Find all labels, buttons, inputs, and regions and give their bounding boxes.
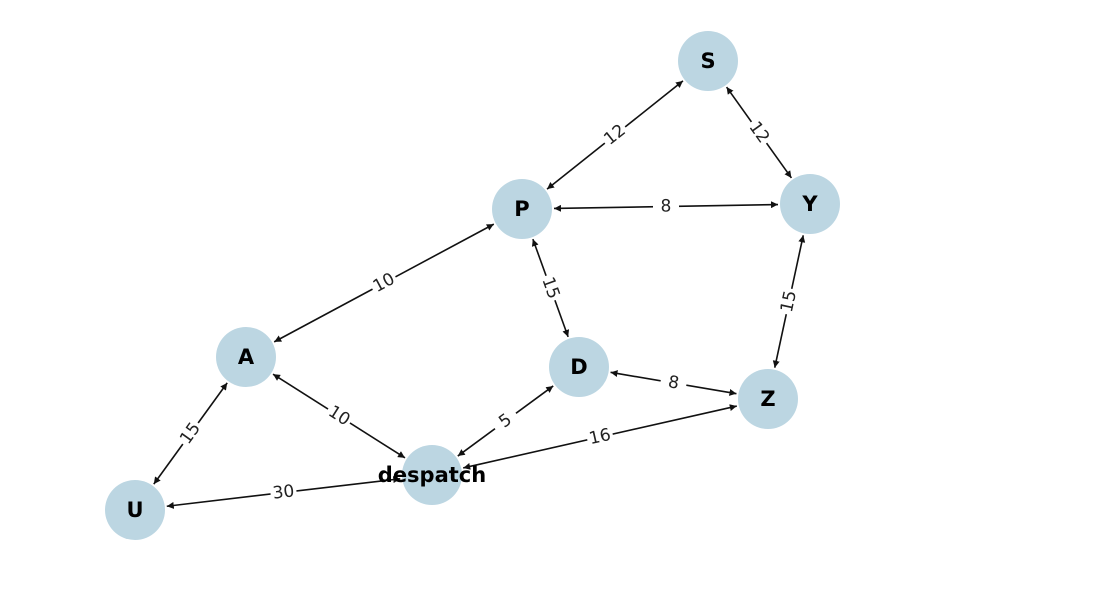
edge-label-S-Y: 12	[742, 115, 776, 150]
edge-label-despatch-Z: 16	[584, 423, 616, 451]
edge-label-background	[322, 399, 356, 433]
node-circle	[492, 179, 552, 239]
edge-label-P-S: 12	[597, 118, 633, 152]
node-D: D	[549, 337, 609, 397]
node-circle	[549, 337, 609, 397]
edge-label-background	[367, 267, 401, 299]
edge-weight-label: 8	[666, 372, 680, 394]
edge-label-Y-Z: 15	[775, 286, 803, 317]
edge-weight-label: 10	[370, 269, 399, 297]
node-circle	[105, 480, 165, 540]
edge-label-P-Y: 8	[652, 195, 680, 218]
edge-weight-label: 30	[272, 481, 296, 503]
edge-weight-label: 8	[660, 196, 671, 216]
edge-weight-label: 15	[777, 289, 801, 314]
edge-label-background	[775, 286, 803, 317]
edge-label-despatch-U: 30	[269, 480, 298, 505]
node-A: A	[216, 327, 276, 387]
node-P: P	[492, 179, 552, 239]
node-label: Y	[801, 192, 818, 216]
node-despatch: despatch	[378, 445, 486, 505]
edge-weight-label: 12	[600, 120, 629, 149]
edge-label-background	[535, 272, 566, 304]
node-circle	[780, 174, 840, 234]
node-label: A	[238, 345, 255, 369]
node-label: P	[514, 197, 529, 221]
edge-label-background	[269, 480, 298, 505]
node-label: despatch	[378, 463, 486, 487]
node-label: D	[570, 355, 587, 379]
node-label: U	[126, 498, 143, 522]
edge-label-A-despatch: 10	[322, 399, 356, 433]
edge-weight-label: 10	[325, 402, 354, 430]
node-circle	[738, 369, 798, 429]
edge-label-background	[658, 369, 689, 397]
edge-label-background	[597, 118, 633, 152]
edge-label-despatch-D: 5	[488, 404, 523, 438]
edge-weight-label: 15	[176, 419, 205, 448]
edges-layer	[153, 80, 806, 509]
edge-label-background	[584, 423, 616, 451]
node-Y: Y	[780, 174, 840, 234]
edge-label-A-P: 10	[367, 267, 401, 299]
edge-label-background	[173, 416, 208, 451]
edge-weight-label: 16	[587, 425, 613, 449]
node-S: S	[678, 31, 738, 91]
edge-labels-layer: 12 12 8 10 15 15 8 10 5 16 15 30	[173, 115, 803, 505]
node-circle	[678, 31, 738, 91]
edge-label-background	[488, 404, 523, 438]
edge-label-D-Z: 8	[658, 369, 689, 397]
node-label: Z	[760, 387, 775, 411]
edge-label-background	[742, 115, 776, 150]
node-Z: Z	[738, 369, 798, 429]
edge-label-background	[652, 195, 680, 218]
node-label: S	[700, 49, 715, 73]
edge-label-U-A: 15	[173, 416, 208, 451]
node-circle	[402, 445, 462, 505]
edge-label-P-D: 15	[535, 272, 566, 304]
node-circle	[216, 327, 276, 387]
node-U: U	[105, 480, 165, 540]
edge-weight-label: 12	[745, 118, 774, 147]
